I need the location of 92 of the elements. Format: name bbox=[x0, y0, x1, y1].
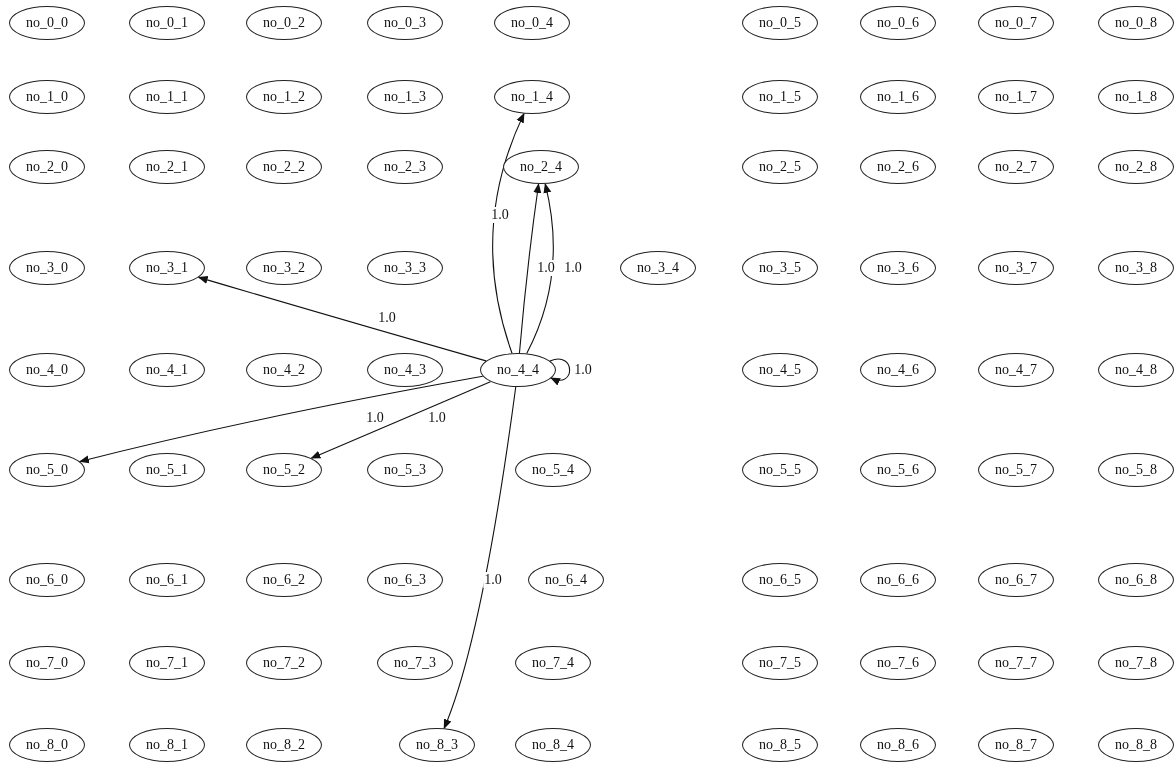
ellipse-node: no_1_6 bbox=[860, 80, 936, 114]
ellipse-node: no_5_5 bbox=[742, 453, 818, 487]
ellipse-node: no_5_0 bbox=[9, 453, 85, 487]
ellipse-node: no_7_8 bbox=[1098, 646, 1174, 680]
ellipse-node: no_2_2 bbox=[246, 150, 322, 184]
ellipse-node: no_4_7 bbox=[978, 353, 1054, 387]
ellipse-node: no_1_0 bbox=[9, 80, 85, 114]
ellipse-node: no_1_5 bbox=[742, 80, 818, 114]
ellipse-node: no_3_4 bbox=[620, 251, 696, 285]
ellipse-node: no_1_1 bbox=[129, 80, 205, 114]
ellipse-node: no_5_6 bbox=[860, 453, 936, 487]
ellipse-node: no_6_3 bbox=[367, 563, 443, 597]
ellipse-node: no_0_5 bbox=[742, 6, 818, 40]
ellipse-node: no_1_2 bbox=[246, 80, 322, 114]
ellipse-node: no_3_1 bbox=[129, 251, 205, 285]
ellipse-node: no_2_4 bbox=[503, 150, 579, 184]
ellipse-node: no_8_4 bbox=[515, 728, 591, 762]
ellipse-node: no_3_3 bbox=[367, 251, 443, 285]
ellipse-node: no_0_8 bbox=[1098, 6, 1174, 40]
ellipse-node: no_6_8 bbox=[1098, 563, 1174, 597]
ellipse-node: no_3_8 bbox=[1098, 251, 1174, 285]
ellipse-node: no_6_1 bbox=[129, 563, 205, 597]
ellipse-node: no_8_5 bbox=[742, 728, 818, 762]
arrow bbox=[549, 358, 571, 385]
ellipse-node: no_0_7 bbox=[978, 6, 1054, 40]
ellipse-node: no_7_4 bbox=[515, 646, 591, 680]
ellipse-node: no_6_0 bbox=[9, 563, 85, 597]
ellipse-node: no_2_3 bbox=[367, 150, 443, 184]
ellipse-node: no_6_6 bbox=[860, 563, 936, 597]
ellipse-node: no_6_5 bbox=[742, 563, 818, 597]
ellipse-node: no_3_0 bbox=[9, 251, 85, 285]
ellipse-node: no_0_1 bbox=[129, 6, 205, 40]
ellipse-node: no_4_6 bbox=[860, 353, 936, 387]
ellipse-node: no_5_3 bbox=[367, 453, 443, 487]
ellipse-node: no_0_4 bbox=[494, 6, 570, 40]
ellipse-node: no_7_1 bbox=[129, 646, 205, 680]
arrow bbox=[79, 375, 484, 464]
ellipse-node: no_1_8 bbox=[1098, 80, 1174, 114]
arrow bbox=[310, 381, 491, 459]
edge-label: 1.0 bbox=[490, 207, 510, 223]
ellipse-node: no_5_2 bbox=[246, 453, 322, 487]
ellipse-node: no_2_6 bbox=[860, 150, 936, 184]
ellipse-node: no_6_2 bbox=[246, 563, 322, 597]
ellipse-node: no_5_1 bbox=[129, 453, 205, 487]
ellipse-node: no_5_4 bbox=[515, 453, 591, 487]
ellipse-node: no_2_0 bbox=[9, 150, 85, 184]
ellipse-node: no_8_6 bbox=[860, 728, 936, 762]
edge-label: 1.0 bbox=[536, 260, 556, 276]
ellipse-node: no_8_2 bbox=[246, 728, 322, 762]
ellipse-node: no_4_8 bbox=[1098, 353, 1174, 387]
ellipse-node: no_7_2 bbox=[246, 646, 322, 680]
arrow bbox=[518, 183, 542, 354]
ellipse-node: no_6_7 bbox=[978, 563, 1054, 597]
ellipse-node: no_4_1 bbox=[129, 353, 205, 387]
ellipse-node: no_4_5 bbox=[742, 353, 818, 387]
ellipse-node: no_2_5 bbox=[742, 150, 818, 184]
ellipse-node: no_6_4 bbox=[528, 563, 604, 597]
ellipse-node: no_5_7 bbox=[978, 453, 1054, 487]
edge-label: 1.0 bbox=[483, 572, 503, 588]
arrow bbox=[526, 182, 554, 354]
ellipse-node: no_2_7 bbox=[978, 150, 1054, 184]
ellipse-node: no_7_5 bbox=[742, 646, 818, 680]
ellipse-node: no_8_3 bbox=[399, 728, 475, 762]
ellipse-node: no_8_0 bbox=[9, 728, 85, 762]
ellipse-node: no_8_1 bbox=[129, 728, 205, 762]
ellipse-node: no_4_3 bbox=[367, 353, 443, 387]
ellipse-node: no_4_4 bbox=[480, 353, 556, 387]
ellipse-node: no_8_8 bbox=[1098, 728, 1174, 762]
ellipse-node: no_1_3 bbox=[367, 80, 443, 114]
ellipse-node: no_0_6 bbox=[860, 6, 936, 40]
ellipse-node: no_7_0 bbox=[9, 646, 85, 680]
arrow bbox=[492, 112, 525, 354]
ellipse-node: no_5_8 bbox=[1098, 453, 1174, 487]
ellipse-node: no_7_6 bbox=[860, 646, 936, 680]
ellipse-node: no_0_3 bbox=[367, 6, 443, 40]
ellipse-node: no_0_2 bbox=[246, 6, 322, 40]
ellipse-node: no_0_0 bbox=[9, 6, 85, 40]
arrow bbox=[197, 276, 487, 362]
ellipse-node: no_7_3 bbox=[377, 646, 453, 680]
ellipse-node: no_1_7 bbox=[978, 80, 1054, 114]
arrow bbox=[443, 386, 517, 730]
ellipse-node: no_3_6 bbox=[860, 251, 936, 285]
ellipse-node: no_1_4 bbox=[494, 80, 570, 114]
ellipse-node: no_7_7 bbox=[978, 646, 1054, 680]
ellipse-node: no_8_7 bbox=[978, 728, 1054, 762]
ellipse-node: no_2_1 bbox=[129, 150, 205, 184]
ellipse-node: no_4_2 bbox=[246, 353, 322, 387]
ellipse-node: no_2_8 bbox=[1098, 150, 1174, 184]
ellipse-node: no_4_0 bbox=[9, 353, 85, 387]
ellipse-node: no_3_7 bbox=[978, 251, 1054, 285]
ellipse-node: no_3_5 bbox=[742, 251, 818, 285]
ellipse-node: no_3_2 bbox=[246, 251, 322, 285]
